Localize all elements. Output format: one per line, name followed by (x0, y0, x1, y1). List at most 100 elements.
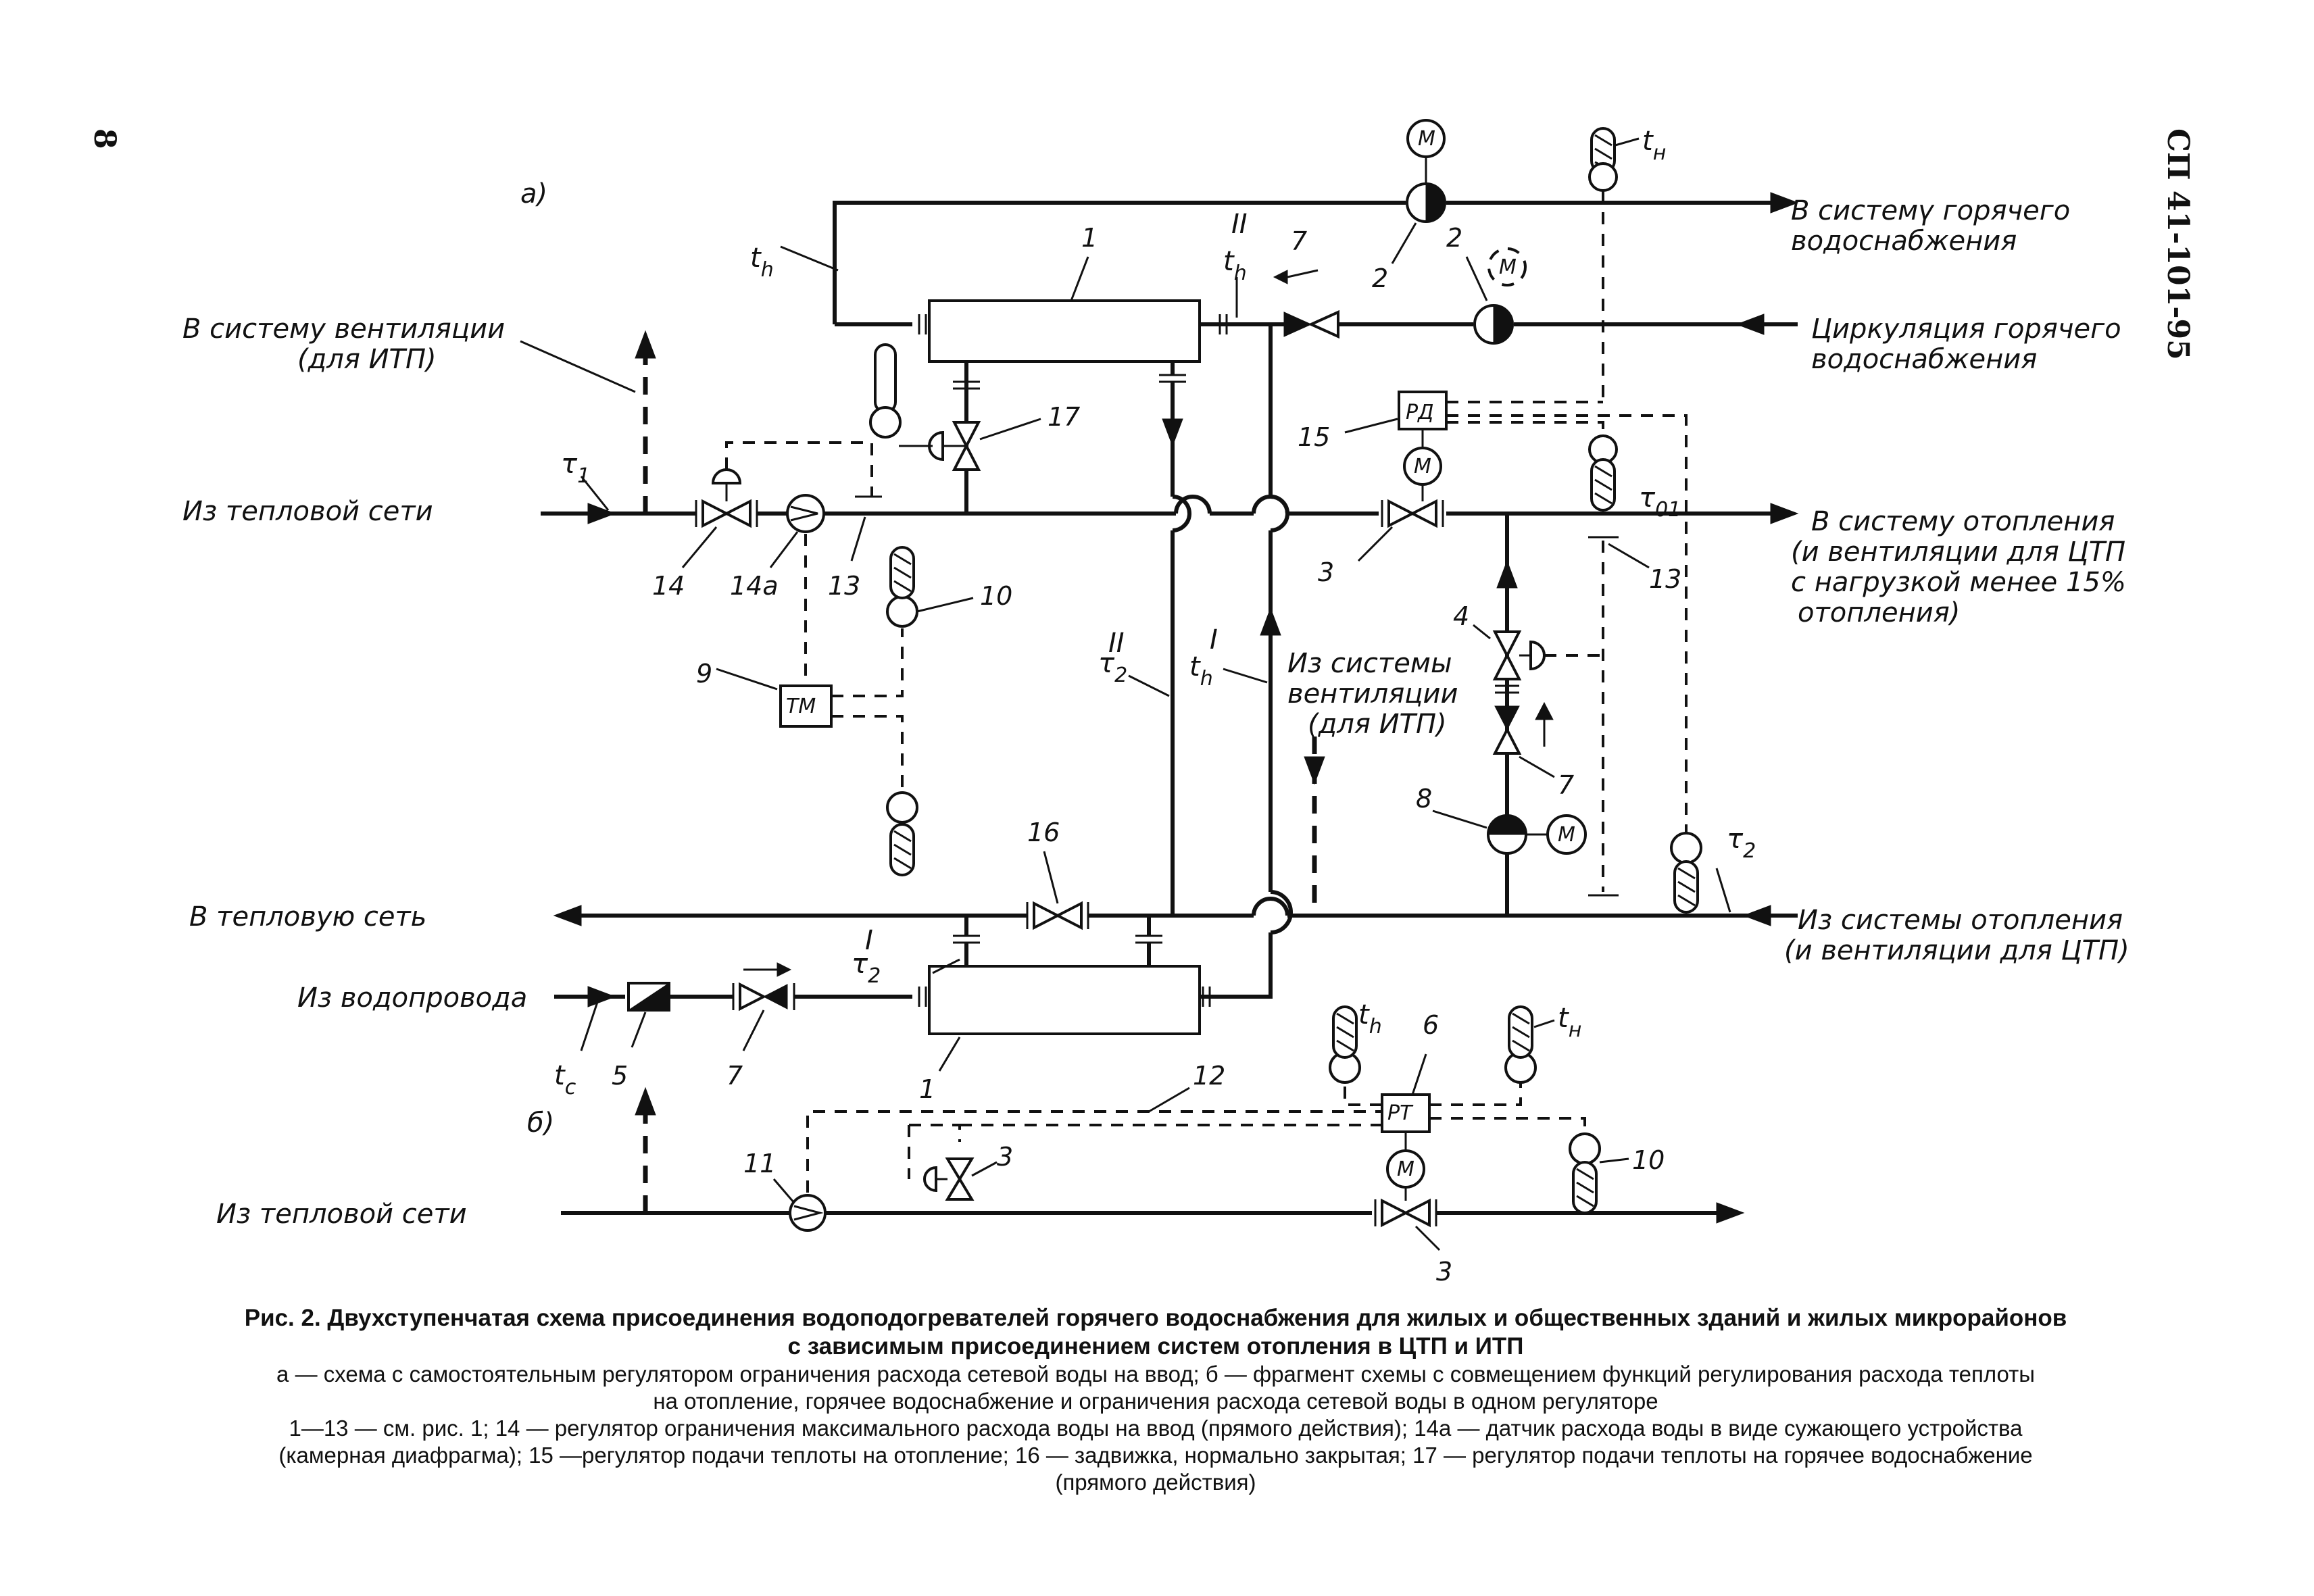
num-1-bottom: 1 (919, 1074, 935, 1104)
num-3-b-bottom: 3 (1436, 1257, 1452, 1287)
leader-tau2-II (1128, 674, 1170, 697)
pump-2-circulation (1465, 247, 1527, 345)
num-7-water: 7 (727, 1061, 743, 1091)
num-12: 12 (1193, 1061, 1225, 1091)
motor-m-8: М (1558, 823, 1575, 847)
heater-top-return (1159, 361, 1191, 916)
leader-13-left (850, 516, 866, 562)
num-10-bottom: 10 (1632, 1145, 1665, 1175)
num-17: 17 (1048, 402, 1080, 432)
caption-line-1: а — схема с самостоятельным регулятором … (276, 1362, 2035, 1387)
regulator-6-rt (1329, 1005, 1629, 1214)
num-9: 9 (696, 659, 712, 689)
num-15: 15 (1298, 422, 1330, 452)
heater-1-top (835, 256, 1264, 363)
label-circulation-2: водоснабжения (1811, 344, 2037, 375)
num-8: 8 (1416, 784, 1432, 814)
caption-line-4: (камерная диафрагма); 15 —регулятор пода… (278, 1443, 2033, 1468)
num-3-a: 3 (1318, 557, 1334, 587)
symbol-tn-b: tн (1558, 1003, 1581, 1042)
leader-ventilation (520, 340, 636, 393)
label-to-ventilation-2: (для ИТП) (297, 344, 437, 375)
label-to-heating: В систему отопления (1811, 506, 2115, 537)
symbol-tau2-II-sup: II (1108, 628, 1125, 659)
regulator-17 (869, 343, 1041, 514)
label-from-vent-2: вентиляции (1287, 678, 1458, 709)
num-14: 14 (652, 571, 685, 601)
sensor-tn-top (1588, 127, 1640, 402)
label-from-network: Из тепловой сети (182, 496, 433, 527)
label-circulation: Циркуляция горячего (1811, 314, 2121, 345)
symbol-tau2-I: τ2 (852, 949, 881, 988)
heater-1-bottom (918, 916, 1216, 1072)
num-7-bypass: 7 (1558, 770, 1574, 800)
num-3-b: 3 (997, 1142, 1013, 1172)
num-2-top: 2 (1372, 264, 1388, 293)
regulator-14-actuator (681, 441, 873, 568)
item-13-right (1588, 536, 1650, 897)
label-from-heating: Из системы отопления (1798, 905, 2123, 936)
num-16: 16 (1027, 818, 1060, 847)
vent-return-arrow (1304, 756, 1325, 785)
symbol-tn-top: tн (1642, 126, 1666, 165)
num-1-top: 1 (1081, 223, 1098, 253)
figure-caption: Рис. 2. Двухступенчатая схема присоедине… (155, 1304, 2156, 1496)
num-10-top: 10 (980, 581, 1012, 611)
symbol-tau2-II: τ2 (1098, 648, 1127, 687)
symbol-tau2: τ2 (1727, 824, 1756, 863)
motor-m-15: М (1414, 455, 1431, 478)
impulse-lines-b (806, 1087, 1392, 1201)
leader-tau1 (580, 476, 610, 511)
caption-title-1: Рис. 2. Двухступенчатая схема присоедине… (244, 1305, 2067, 1331)
sensor-tau2 (1670, 832, 1731, 914)
caption-line-3: 1—13 — см. рис. 1; 14 — регулятор ограни… (289, 1416, 2023, 1441)
device-rd: РД (1406, 401, 1434, 424)
th-I-riser (1216, 324, 1293, 999)
caption-line-2: на отопление, горячее водоснабжение и ог… (653, 1389, 1658, 1414)
num-14a: 14а (730, 571, 779, 601)
num-13-right: 13 (1649, 564, 1681, 594)
part-a-label: а) (520, 178, 547, 209)
caption-line-5: (прямого действия) (1055, 1470, 1256, 1495)
num-4: 4 (1453, 601, 1469, 631)
sensor-tau01 (1588, 434, 1618, 512)
water-supply-line (554, 962, 912, 1051)
symbol-tau01: τ01 (1639, 482, 1681, 522)
motor-m-6: М (1397, 1157, 1414, 1181)
label-to-heating-2: (и вентиляции для ЦТП (1791, 537, 2125, 568)
num-11: 11 (743, 1149, 776, 1178)
label-from-vent-3: (для ИТП) (1308, 709, 1447, 740)
label-from-water: Из водопровода (297, 982, 527, 1014)
num-13-left: 13 (828, 571, 860, 601)
label-to-network: В тепловую сеть (189, 901, 426, 932)
device-tm: ТМ (786, 695, 816, 718)
symbol-th-II-sup: II (1231, 209, 1248, 240)
num-7-top: 7 (1291, 226, 1307, 256)
label-to-ventilation: В систему вентиляции (182, 314, 505, 345)
num-5: 5 (612, 1061, 628, 1091)
heat-meter-tm (716, 534, 974, 876)
symbol-tau2-I-sup: I (865, 925, 873, 956)
label-to-hot-water-2: водоснабжения (1791, 226, 2017, 257)
symbol-th-I: th (1189, 651, 1213, 691)
symbol-th-b: th (1358, 999, 1382, 1039)
pump-2-hot-water (1391, 119, 1446, 264)
label-from-heating-2: (и вентиляции для ЦТП) (1784, 935, 2130, 966)
label-from-vent: Из системы (1287, 648, 1452, 679)
symbol-th-top: th (750, 243, 774, 282)
hot-water-supply-line (780, 192, 1799, 324)
part-b-label: б) (527, 1107, 554, 1139)
symbol-th-I-sup: I (1210, 624, 1218, 655)
supply-line-b (561, 1178, 1745, 1251)
device-rt: РТ (1387, 1101, 1414, 1125)
ventilation-arrow-b (635, 1087, 656, 1116)
symbol-th-II: th (1223, 246, 1247, 285)
label-from-network-b: Из тепловой сети (216, 1199, 467, 1230)
label-to-heating-4: отопления) (1798, 597, 1960, 628)
circulation-line (1264, 269, 1798, 339)
bypass-mixing-line (1432, 514, 1603, 916)
label-to-heating-3: с нагрузкой менее 15% (1791, 567, 2126, 598)
num-6: 6 (1423, 1010, 1439, 1040)
symbol-tc: tc (554, 1060, 576, 1099)
